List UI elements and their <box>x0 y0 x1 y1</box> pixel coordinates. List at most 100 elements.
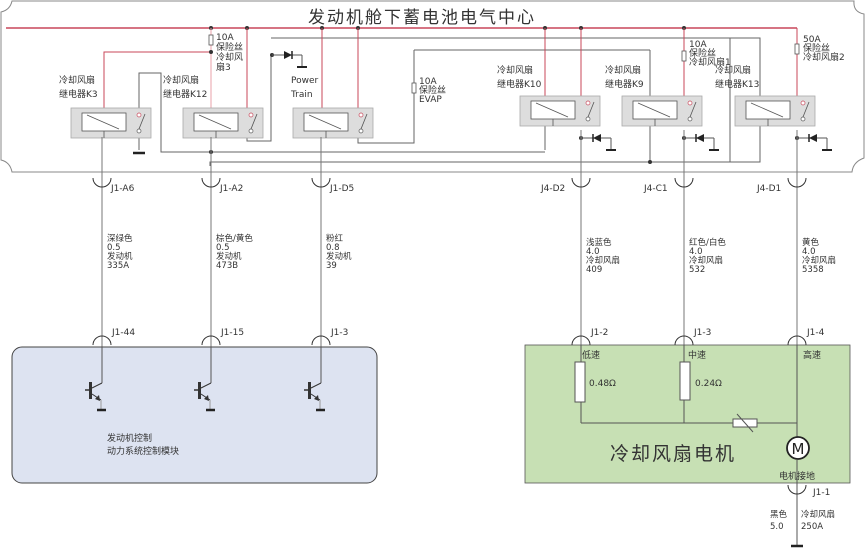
wire-circuit: 发动机 <box>107 251 133 262</box>
diode-icon <box>270 51 307 68</box>
connector-label: J1-3 <box>330 328 348 338</box>
fuse-fan3: 10A 保险丝 冷却风 扇3 <box>208 33 243 73</box>
relay-label: 继电器K9 <box>605 78 644 90</box>
fuse-label: 扇3 <box>216 61 231 73</box>
connector-icon <box>311 335 331 346</box>
speed-mid-label: 中速 <box>688 349 706 361</box>
wire-color: 粉红 <box>326 233 344 244</box>
wire-circuit: 冷却风扇 <box>801 509 835 520</box>
relay-label: Power <box>291 76 319 86</box>
wire-gauge: 5.0 <box>770 522 784 532</box>
wire-number: 335A <box>107 261 129 271</box>
wire-circuit: 冷却风扇 <box>689 255 723 266</box>
fuse-fan2: 50A 保险丝 冷却风扇2 <box>794 35 845 63</box>
pcm-label: 发动机控制 <box>107 432 152 444</box>
connector-icon <box>201 335 221 346</box>
thermistor-icon <box>732 413 758 433</box>
relay-label: 继电器K12 <box>163 88 207 100</box>
fuse-label: 冷却风扇2 <box>803 51 845 63</box>
wire-color: 黄色 <box>802 237 820 248</box>
relay-switch-icon <box>136 112 142 118</box>
connector-icon <box>571 335 591 346</box>
connector-label: J1-A2 <box>219 184 243 194</box>
speed-low-label: 低速 <box>582 349 600 361</box>
fuse-fan1: 10A 保险丝 冷却风扇1 <box>681 40 731 68</box>
connector-label: J1-1 <box>812 488 830 498</box>
fuse-label: 保险丝 <box>216 41 243 53</box>
wire-number: 532 <box>689 265 705 275</box>
motor-icon: M <box>786 436 810 460</box>
fuse-rating: 10A <box>419 77 437 87</box>
relay-label: Train <box>290 90 313 100</box>
connector-label: J1-15 <box>220 328 244 338</box>
wire-color: 棕色/黄色 <box>216 233 253 244</box>
relay-label: 继电器K10 <box>497 78 542 90</box>
fuse-label: 保险丝 <box>689 47 716 59</box>
diode-icon <box>795 134 832 151</box>
wire-gauge: 0.5 <box>107 243 121 253</box>
wire-gauge: 0.8 <box>326 243 340 253</box>
wire-circuit: 冷却风扇 <box>586 255 620 266</box>
connector-icon <box>571 177 591 188</box>
transistor-icon <box>304 347 325 412</box>
fuse-label: 冷却风 <box>216 51 243 63</box>
fuse-rating: 10A <box>216 33 234 43</box>
relay-switch-icon <box>687 100 693 106</box>
connector-label: J4-D1 <box>756 184 781 194</box>
connector-icon <box>311 177 331 188</box>
relay-switch-icon <box>248 112 254 118</box>
fuse-icon <box>794 43 800 55</box>
wire-circuit: 冷却风扇 <box>802 255 836 266</box>
fuse-icon <box>681 50 687 62</box>
wire-number: 5358 <box>802 265 824 275</box>
wire-number: 39 <box>326 261 337 271</box>
connector-icon <box>674 335 694 346</box>
connector-label: J1-4 <box>806 328 825 338</box>
fuse-label: 保险丝 <box>419 84 446 96</box>
speed-high-label: 高速 <box>803 349 821 361</box>
relay-label: 继电器K3 <box>59 88 98 100</box>
motor-symbol: M <box>792 440 805 458</box>
motor-ground-label: 电机接地 <box>779 470 815 482</box>
fuse-icon <box>411 82 417 94</box>
fuse-rating: 50A <box>803 35 821 45</box>
relay-label: 继电器K13 <box>715 78 759 90</box>
connector-label: J4-C1 <box>643 184 668 194</box>
transistor-icon <box>85 347 106 412</box>
pcm-label: 动力系统控制模块 <box>107 445 179 457</box>
connector-icon <box>92 177 112 188</box>
relay-switch-icon <box>585 100 591 106</box>
relay-label: 冷却风扇 <box>605 64 641 76</box>
wire-gauge: 4.0 <box>689 247 703 257</box>
connector-label: J1-3 <box>693 328 711 338</box>
wire-color: 红色/白色 <box>689 237 726 248</box>
fuse-label: EVAP <box>419 95 442 105</box>
fuse-label: 保险丝 <box>803 42 830 54</box>
wire-color: 深绿色 <box>107 233 133 244</box>
connector-label: J1-44 <box>111 328 135 338</box>
diode-icon <box>579 134 616 151</box>
resistor-mid-icon <box>679 361 691 401</box>
wire-number: 473B <box>216 261 238 271</box>
fuse-rating: 10A <box>689 40 707 50</box>
resistor-low-value: 0.48Ω <box>589 379 616 389</box>
wire-color: 浅蓝色 <box>586 237 612 248</box>
wire-circuit: 发动机 <box>216 251 242 262</box>
wire-gauge: 4.0 <box>586 247 600 257</box>
diagram-title: 发动机舱下蓄电池电气中心 <box>308 8 536 28</box>
resistor-low-icon <box>574 361 586 403</box>
wire-number: 250A <box>801 522 823 532</box>
relay-label: 冷却风扇 <box>163 74 199 86</box>
relay-switch-icon <box>800 100 806 106</box>
fuse-label: 冷却风扇1 <box>689 56 731 68</box>
fuse-evap: 10A 保险丝 EVAP <box>411 77 446 105</box>
connector-icon <box>201 177 221 188</box>
connector-icon <box>674 177 694 188</box>
connector-label: J1-A6 <box>110 184 135 194</box>
relay-label: 冷却风扇 <box>497 64 533 76</box>
